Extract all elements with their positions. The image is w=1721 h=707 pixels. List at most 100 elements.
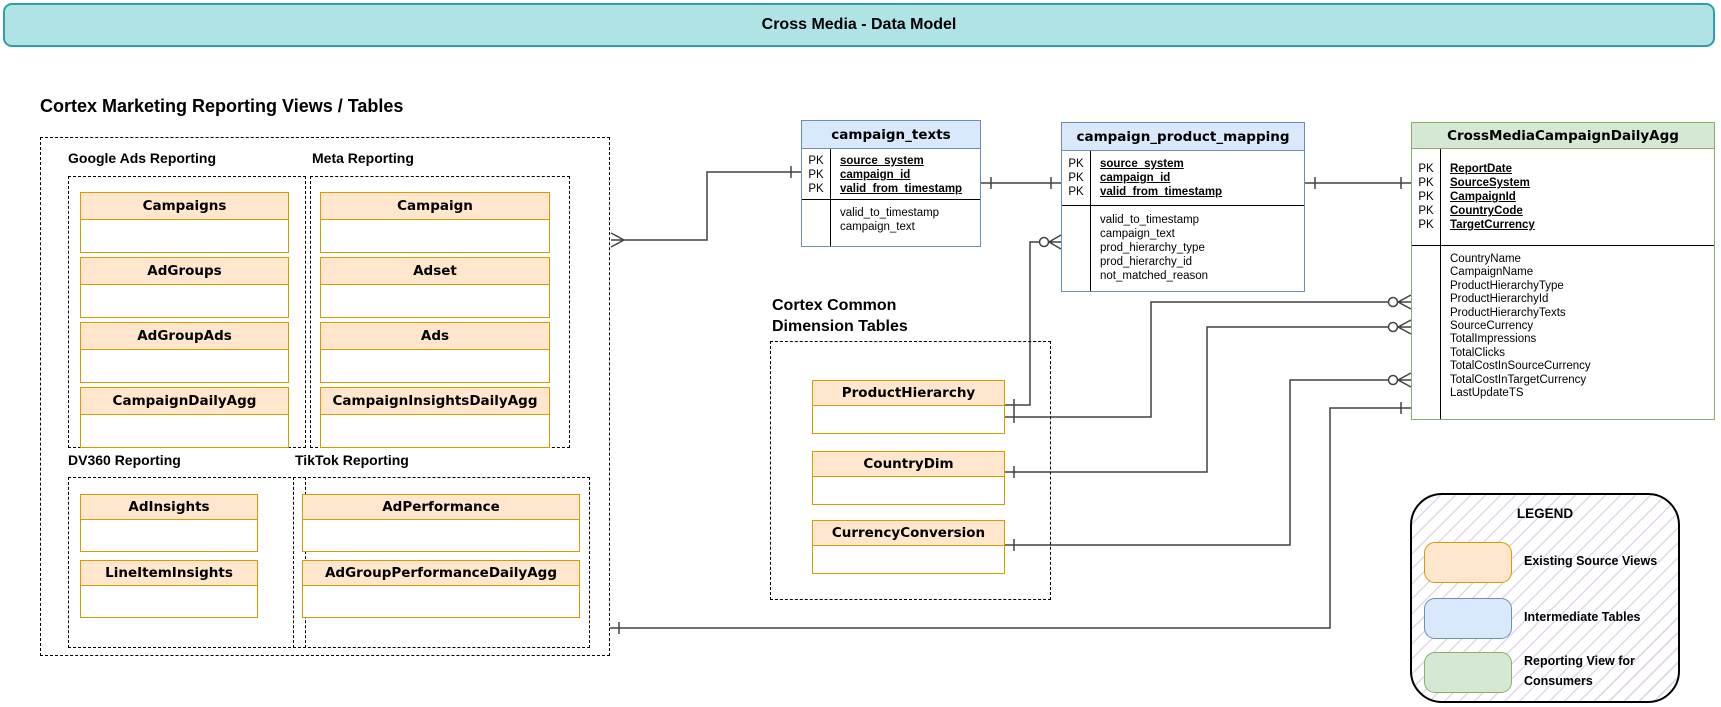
legend-title: LEGEND	[1516, 506, 1574, 521]
entity-label: CountryDim	[863, 456, 954, 472]
table-field: TotalCostInTargetCurrency	[1450, 373, 1587, 386]
entity-currencyconversion[interactable]: CurrencyConversion	[812, 520, 1005, 574]
entity-attributes-area	[812, 477, 1005, 505]
zero-circle-icon	[1387, 296, 1399, 308]
table-field: LastUpdateTS	[1450, 387, 1524, 400]
connector-currencyconversion-agg	[1005, 379, 1388, 546]
table-crossmediacampaigndailyagg[interactable]: CrossMediaCampaignDailyAgg PK PK PK PK P…	[1411, 122, 1715, 420]
entity-campaign[interactable]: Campaign	[320, 192, 550, 253]
crowfoot-many-icon	[1397, 372, 1412, 388]
diagram-title-banner: Cross Media - Data Model	[3, 3, 1715, 47]
entity-attributes-area	[80, 285, 289, 318]
connector-countrydim-agg	[1005, 326, 1388, 473]
table-field: not_matched_reason	[1100, 270, 1209, 282]
entity-adperformance[interactable]: AdPerformance	[302, 494, 580, 552]
dimension-section-heading-line2: Dimension Tables	[772, 318, 908, 335]
entity-label: ProductHierarchy	[841, 385, 976, 401]
entity-campaigndailyagg[interactable]: CampaignDailyAgg	[80, 387, 289, 448]
entity-producthierarchy[interactable]: ProductHierarchy	[812, 380, 1005, 434]
legend-label: Intermediate Tables	[1524, 610, 1641, 624]
table-field: campaign_text	[1100, 228, 1175, 240]
entity-label: Ads	[420, 328, 450, 344]
entity-attributes-area	[812, 406, 1005, 434]
entity-adinsights[interactable]: AdInsights	[80, 494, 258, 552]
crowfoot-many-icon	[610, 232, 625, 248]
entity-adgroupperformancedailyagg[interactable]: AdGroupPerformanceDailyAgg	[302, 560, 580, 618]
legend-swatch-existing-source-views	[1424, 542, 1512, 583]
pk-label: PK	[808, 169, 824, 181]
marketing-section-heading: Cortex Marketing Reporting Views / Table…	[40, 96, 404, 116]
zero-circle-icon	[1038, 236, 1050, 248]
table-field: ProductHierarchyId	[1450, 293, 1549, 306]
group-label-meta: Meta Reporting	[312, 150, 414, 166]
entity-adgroupads[interactable]: AdGroupAds	[80, 322, 289, 383]
entity-campaigns[interactable]: Campaigns	[80, 192, 289, 253]
dimension-section-container	[770, 341, 1051, 600]
entity-label: CurrencyConversion	[831, 525, 986, 541]
pk-field: ReportDate	[1450, 163, 1512, 175]
entity-label: AdGroupAds	[137, 328, 232, 344]
entity-countrydim[interactable]: CountryDim	[812, 451, 1005, 505]
entity-campaigninsightsdailyagg[interactable]: CampaignInsightsDailyAgg	[320, 387, 550, 448]
legend-swatch-intermediate-tables	[1424, 598, 1512, 639]
pk-field: campaign_id	[840, 169, 911, 181]
table-title: campaign_product_mapping	[1076, 128, 1290, 145]
crowfoot-many-icon	[1048, 234, 1062, 250]
table-field: SourceCurrency	[1450, 320, 1534, 333]
connector-producthierarchy-agg	[1005, 301, 1388, 418]
pk-field: valid_from_timestamp	[1100, 186, 1223, 198]
table-campaign-product-mapping[interactable]: campaign_product_mapping PK PK PK source…	[1061, 122, 1305, 292]
entity-attributes-area	[80, 520, 258, 552]
zero-circle-icon	[1387, 374, 1399, 386]
entity-label: Campaign	[397, 198, 473, 214]
entity-adgroups[interactable]: AdGroups	[80, 257, 289, 318]
entity-attributes-area	[320, 415, 550, 448]
entity-attributes-area	[302, 520, 580, 552]
crowfoot-many-icon	[1397, 294, 1412, 310]
entity-label: AdGroups	[147, 263, 222, 279]
legend-panel: LEGEND Existing Source Views Intermediat…	[1410, 493, 1680, 703]
pk-field: source_system	[840, 155, 924, 167]
table-field: TotalClicks	[1450, 346, 1505, 359]
entity-label: CampaignDailyAgg	[112, 393, 257, 409]
group-box-tiktok	[293, 477, 590, 648]
pk-label: PK	[1418, 219, 1434, 231]
pk-label: PK	[1418, 205, 1434, 217]
group-label-tiktok: TikTok Reporting	[295, 452, 409, 468]
zero-circle-icon	[1387, 321, 1399, 333]
entity-label: Adset	[413, 263, 457, 279]
table-field: campaign_text	[840, 221, 915, 233]
entity-label: CampaignInsightsDailyAgg	[332, 393, 538, 409]
table-field: valid_to_timestamp	[840, 207, 940, 219]
entity-adset[interactable]: Adset	[320, 257, 550, 318]
entity-ads[interactable]: Ads	[320, 322, 550, 383]
pk-field: valid_from_timestamp	[840, 183, 963, 195]
pk-field: SourceSystem	[1450, 177, 1530, 189]
legend-swatch-reporting-view	[1424, 652, 1512, 693]
pk-field: CountryCode	[1450, 205, 1523, 217]
entity-label: AdInsights	[128, 499, 210, 515]
pk-field: TargetCurrency	[1450, 219, 1535, 231]
pk-label: PK	[1068, 172, 1084, 184]
entity-attributes-area	[320, 220, 550, 253]
table-field: prod_hierarchy_id	[1100, 256, 1193, 268]
group-label-dv360: DV360 Reporting	[68, 452, 181, 468]
entity-label: Campaigns	[142, 198, 227, 214]
one-tick-icon	[1314, 177, 1402, 189]
table-title: CrossMediaCampaignDailyAgg	[1447, 127, 1679, 144]
table-campaign-texts[interactable]: campaign_texts PK PK PK source_system ca…	[801, 120, 981, 247]
table-field: CountryName	[1450, 253, 1521, 265]
pk-field: CampaignId	[1450, 191, 1516, 203]
pk-label: PK	[1418, 163, 1434, 175]
table-field: prod_hierarchy_type	[1100, 242, 1205, 254]
entity-lineiteminsights[interactable]: LineItemInsights	[80, 560, 258, 618]
connector-views-agg	[610, 407, 1411, 629]
entity-label: AdGroupPerformanceDailyAgg	[324, 565, 557, 581]
entity-attributes-area	[80, 586, 258, 618]
table-field: CampaignName	[1450, 266, 1534, 279]
entity-label: AdPerformance	[382, 499, 500, 515]
table-field: ProductHierarchyType	[1450, 279, 1564, 292]
legend-label: Reporting View for Consumers	[1524, 654, 1635, 688]
